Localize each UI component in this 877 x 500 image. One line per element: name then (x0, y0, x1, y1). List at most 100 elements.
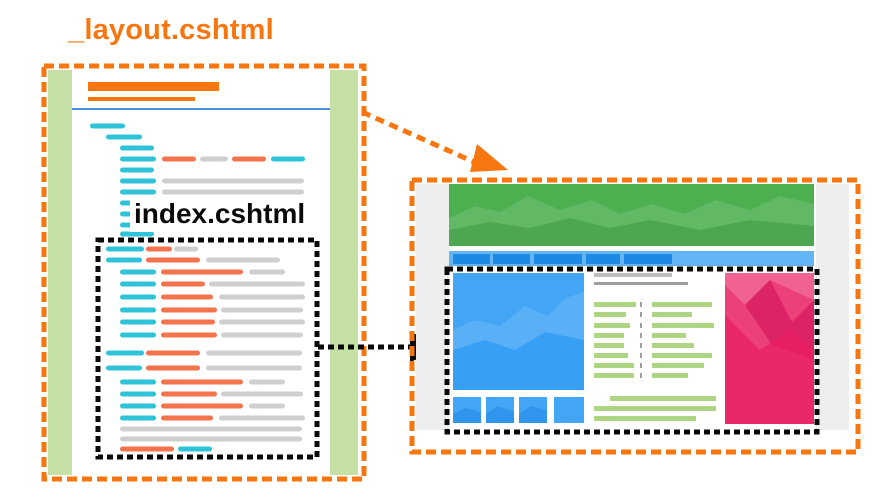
rendered-text-footer-line (594, 406, 716, 411)
text-row-divider (640, 312, 642, 317)
rendered-right-gutter (816, 184, 849, 430)
layout-file-label: _layout.cshtml (68, 14, 274, 46)
code-segment (161, 269, 243, 275)
layout-header-divider (72, 108, 330, 110)
code-segment (162, 189, 304, 195)
rendered-page (409, 177, 861, 455)
code-segment (90, 123, 125, 129)
rendered-nav-tab (586, 254, 620, 264)
code-segment (161, 379, 243, 385)
text-row-divider (640, 333, 642, 338)
text-row-segment (652, 373, 688, 378)
text-row-segment (594, 363, 634, 368)
text-row-segment (594, 353, 628, 358)
rendered-thumbnails (453, 397, 584, 423)
code-segment (206, 365, 302, 371)
code-segment (249, 379, 285, 385)
text-row-divider (640, 343, 642, 348)
text-row-divider (640, 363, 642, 368)
text-row-segment (652, 353, 712, 358)
code-segment (161, 332, 217, 338)
rendered-text-column (594, 273, 716, 421)
layout-header-subtitle-bar (88, 97, 195, 101)
text-row-segment (652, 343, 694, 348)
code-segment (221, 307, 303, 313)
rendered-text-footer-line (610, 396, 716, 401)
code-segment (120, 332, 156, 338)
text-row-segment (594, 312, 626, 317)
rendered-text-footer-line (594, 416, 696, 421)
text-row-segment (652, 333, 686, 338)
rendered-nav-tab (453, 254, 490, 264)
code-segment (219, 319, 305, 325)
index-code-lines (106, 246, 305, 452)
code-segment (206, 257, 280, 263)
code-segment (200, 156, 228, 162)
layout-right-sidebar (330, 70, 358, 475)
code-segment (161, 415, 213, 421)
code-segment (106, 246, 144, 252)
code-segment (120, 319, 156, 325)
code-segment (146, 246, 172, 252)
text-row-segment (594, 343, 624, 348)
rendered-nav-tab (624, 254, 672, 264)
rendered-thumbnail-shade (453, 408, 481, 423)
rendered-nav-tab (534, 254, 582, 264)
code-segment (120, 231, 154, 237)
layout-dashed-border (41, 63, 367, 482)
rendered-page-dashed-border (409, 177, 861, 455)
code-segment (209, 281, 305, 287)
code-segment (161, 403, 243, 409)
code-segment (161, 319, 215, 325)
code-segment (146, 350, 200, 356)
text-row-segment (594, 333, 624, 338)
layout-header-title-bar (88, 82, 219, 91)
text-row-segment (652, 363, 704, 368)
layout-arrow-head (470, 144, 508, 172)
code-segment (120, 281, 156, 287)
rendered-image-pink (725, 273, 814, 424)
code-segment (120, 189, 156, 195)
code-segment (120, 307, 156, 313)
rendered-thumbnail (554, 397, 584, 423)
code-segment (161, 391, 217, 397)
code-segment (120, 269, 156, 275)
code-segment (161, 281, 205, 287)
text-row-segment (652, 302, 712, 307)
text-row-divider (640, 302, 642, 307)
text-row-segment (652, 312, 692, 317)
code-segment (162, 156, 196, 162)
code-segment (120, 294, 156, 300)
code-segment (271, 156, 305, 162)
code-segment (221, 391, 303, 397)
code-segment (106, 257, 142, 263)
code-segment (174, 246, 198, 252)
rendered-text-rows (594, 302, 714, 378)
code-segment (161, 294, 213, 300)
code-segment (120, 403, 156, 409)
rendered-nav-tab (493, 254, 530, 264)
rendered-thumbnail-shade (486, 406, 514, 423)
code-segment (120, 415, 156, 421)
rendered-image-blue-waves-front (453, 332, 584, 390)
code-segment (219, 294, 305, 300)
code-segment (120, 391, 156, 397)
code-segment (106, 134, 142, 140)
text-row-divider (640, 323, 642, 328)
code-segment (106, 365, 142, 371)
code-segment (120, 426, 302, 432)
rendered-thumbnail-shade (519, 406, 547, 423)
index-dashed-border (95, 237, 320, 460)
text-row-segment (594, 323, 630, 328)
code-segment (249, 403, 285, 409)
code-segment (146, 257, 200, 263)
text-row-segment (594, 302, 636, 307)
rendered-image-blue (453, 273, 584, 390)
code-segment (146, 365, 200, 371)
code-segment (120, 436, 302, 442)
code-segment (178, 446, 212, 452)
layout-left-sidebar (48, 70, 72, 475)
rendered-left-gutter (416, 184, 449, 430)
code-segment (219, 415, 305, 421)
